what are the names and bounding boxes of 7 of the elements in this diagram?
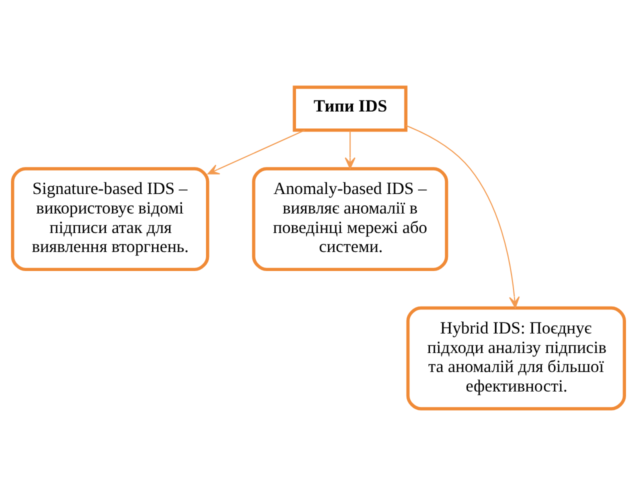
node-box: Anomaly-based IDS – виявляє аномалії в поведінці мережі або системи.	[252, 167, 448, 272]
node-box: Hybrid IDS: Поєднує підходи аналізу підписів та аномалій для більшої ефективності.	[406, 306, 626, 410]
node-box: Типи IDS	[292, 86, 408, 132]
node-box: Signature-based IDS – використовує відомі підписи атак для виявлення вторгнень.	[11, 167, 210, 272]
arrow	[208, 130, 305, 174]
arrow	[344, 130, 356, 170]
arrow	[406, 125, 520, 308]
